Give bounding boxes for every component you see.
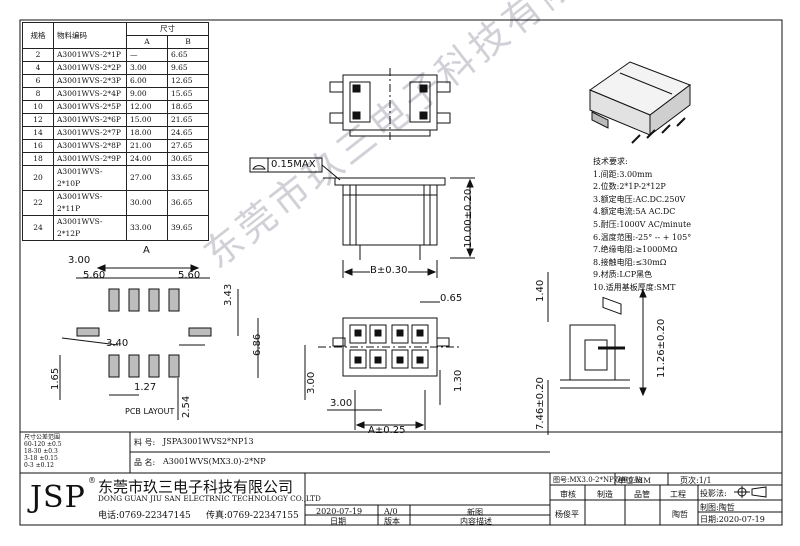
dim-340: 3.40 xyxy=(106,338,129,349)
spec-cell-a: 27.00 xyxy=(126,165,168,191)
requirements: 技术要求: 1.间距:3.00mm 2.位数:2*1P-2*12P 3.额定电压:A… xyxy=(593,156,691,295)
sheet-border xyxy=(19,19,783,526)
top-view xyxy=(329,68,451,140)
unit: 单位:MM xyxy=(618,476,651,485)
company-en: DONG GUAN JIU SAN ELECTRNIC TECHNOLOGY C… xyxy=(98,494,321,503)
dim-560a: 5.60 xyxy=(83,270,106,281)
requirement-item: 5.耐压:1000V AC/minute xyxy=(593,219,691,229)
requirement-item: 10.适用基板厚度:SMT xyxy=(593,282,676,292)
eng-label: 工程 xyxy=(670,490,686,499)
make-label: 制造 xyxy=(597,490,613,499)
dim-746: 7.46±0.20 xyxy=(535,377,546,430)
tolerance-item: 0-3 ±0.12 xyxy=(24,462,54,469)
dim-140: 1.40 xyxy=(535,279,546,302)
col-desc: 内容描述 xyxy=(460,517,492,526)
registered-mark: ® xyxy=(88,476,96,485)
spec-cell-code: A3001WVS-2*12P xyxy=(53,215,127,241)
requirement-item: 7.绝缘电阻:≥1000MΩ xyxy=(593,245,678,255)
drafter-label: 制图:陶哲 xyxy=(700,503,735,512)
col-version: 版本 xyxy=(384,517,400,526)
dim-1126: 11.26±0.20 xyxy=(656,318,667,378)
requirement-item: 8.接触电阻:≤30mΩ xyxy=(593,257,667,267)
dim-300: 3.00 xyxy=(68,255,91,266)
rev-date: 2020-07-19 xyxy=(316,507,363,516)
iso-view xyxy=(588,61,692,315)
side-view xyxy=(547,272,647,435)
projection-label: 投影法: xyxy=(700,489,727,498)
requirements-list: 1.间距:3.00mm 2.位数:2*1P-2*12P 3.额定电压:AC.DC.2… xyxy=(593,169,691,295)
tolerance-item: 18-30 ±0.3 xyxy=(24,448,58,455)
dim-a-tol: A±0.25 xyxy=(368,425,406,436)
pcb-layout-label: PCB LAYOUT xyxy=(125,407,175,416)
dim-height: 10.00±0.20 xyxy=(463,188,474,248)
spec-cell-b: 36.65 xyxy=(167,190,209,216)
spec-cell-b: 39.65 xyxy=(167,215,209,241)
flatness-frame xyxy=(249,157,341,181)
pcb-layout xyxy=(59,264,259,420)
flatness-value: 0.15MAX xyxy=(271,159,316,170)
name-label: 品 名: xyxy=(134,458,156,467)
part-number: JSPA3001WVS2*NP13 xyxy=(163,437,254,446)
requirement-item: 9.材质:LCP黑色 xyxy=(593,270,653,280)
spec-cell-spec: 20 xyxy=(22,165,54,191)
requirement-item: 3.额定电压:AC.DC.250V xyxy=(593,194,686,204)
company-fax: 传真:0769-22347155 xyxy=(206,511,299,521)
requirement-item: 6.温度范围:-25° -- + 105° xyxy=(593,232,692,242)
company-cn: 东莞市玖三电子科技有限公司 xyxy=(98,478,294,496)
tolerance-title: 尺寸公差范围 xyxy=(24,434,61,441)
col-date: 日期 xyxy=(330,517,346,526)
logo-jsp: JSP xyxy=(30,480,86,515)
dim-a: A xyxy=(143,245,150,256)
company-tel: 电话:0769-22347145 xyxy=(98,511,191,521)
dim-165: 1.65 xyxy=(50,367,61,390)
front-view xyxy=(323,177,475,278)
qc-label: 品管 xyxy=(634,490,650,499)
rev-desc: 新图 xyxy=(467,508,483,517)
requirement-item: 1.间距:3.00mm xyxy=(593,169,653,179)
dim-254: 2.54 xyxy=(181,395,192,418)
part-name: A3001WVS(MX3.0)-2*NP xyxy=(163,457,266,466)
title-block xyxy=(20,431,782,525)
dim-343: 3.43 xyxy=(223,283,234,306)
dim-300h: 3.00 xyxy=(330,398,353,409)
dim-686: 6.86 xyxy=(252,333,263,356)
dim-065: 0.65 xyxy=(440,293,463,304)
part-label: 料 号: xyxy=(134,438,156,447)
spec-cell-code: A3001WVS-2*11P xyxy=(53,190,127,216)
review-label: 审核 xyxy=(560,490,576,499)
tolerance-item: 60-120 ±0.5 xyxy=(24,441,62,448)
requirement-item: 2.位数:2*1P-2*12P xyxy=(593,182,666,192)
rev-version: A/0 xyxy=(384,507,398,516)
spec-header: 规格 xyxy=(22,22,54,49)
dim-130: 1.30 xyxy=(453,369,464,392)
spec-cell-spec: 22 xyxy=(22,190,54,216)
page-count: 页次:1/1 xyxy=(680,476,712,485)
drafter: 陶哲 xyxy=(672,510,688,519)
dim-560b: 5.60 xyxy=(178,270,201,281)
projection-symbol xyxy=(734,486,767,498)
dim-300v: 3.00 xyxy=(306,371,317,394)
requirement-item: 4.额定电流:5A AC.DC xyxy=(593,207,676,217)
dim-127: 1.27 xyxy=(134,382,157,393)
bottom-view xyxy=(304,301,460,430)
requirements-title: 技术要求: xyxy=(593,157,628,166)
tolerance-item: 3-18 ±0.15 xyxy=(24,455,58,462)
figure-number: 图号:MX3.0-2*NP双排立贴 xyxy=(553,476,642,484)
dim-b-tol: B±0.30 xyxy=(370,265,408,276)
date-label: 日期:2020-07-19 xyxy=(700,515,765,524)
reviewer: 杨俊平 xyxy=(555,510,579,519)
